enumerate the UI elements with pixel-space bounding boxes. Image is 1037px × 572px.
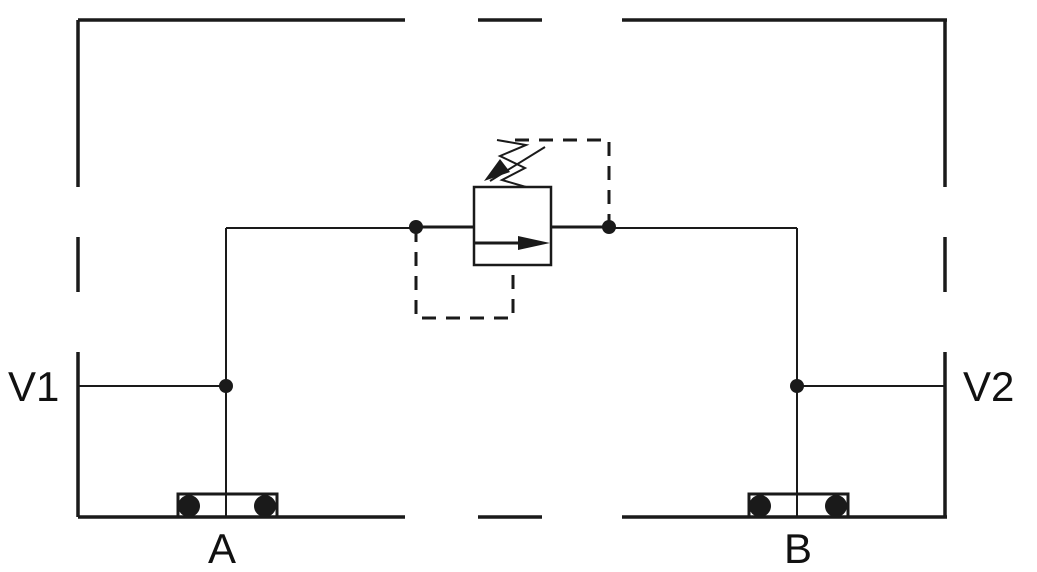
port-label-v2: V2	[963, 363, 1015, 410]
seal-a	[176, 492, 279, 519]
pressure-relief-valve	[472, 139, 553, 267]
o-ring-icon	[254, 495, 276, 517]
valve-body-outline	[76, 18, 947, 519]
o-ring-icon	[749, 495, 771, 517]
adjustable-arrowhead-icon	[484, 159, 510, 181]
seal-b	[747, 492, 850, 519]
port-label-v1: V1	[8, 363, 60, 410]
spring-icon	[496, 139, 530, 188]
o-ring-icon	[825, 495, 847, 517]
port-label-b: B	[784, 525, 813, 572]
o-ring-icon	[178, 495, 200, 517]
port-label-a: A	[208, 525, 237, 572]
flow-lines	[78, 227, 945, 517]
pilot-lines	[414, 138, 611, 320]
junction-dots	[219, 220, 804, 393]
flow-arrow-icon	[518, 236, 550, 250]
